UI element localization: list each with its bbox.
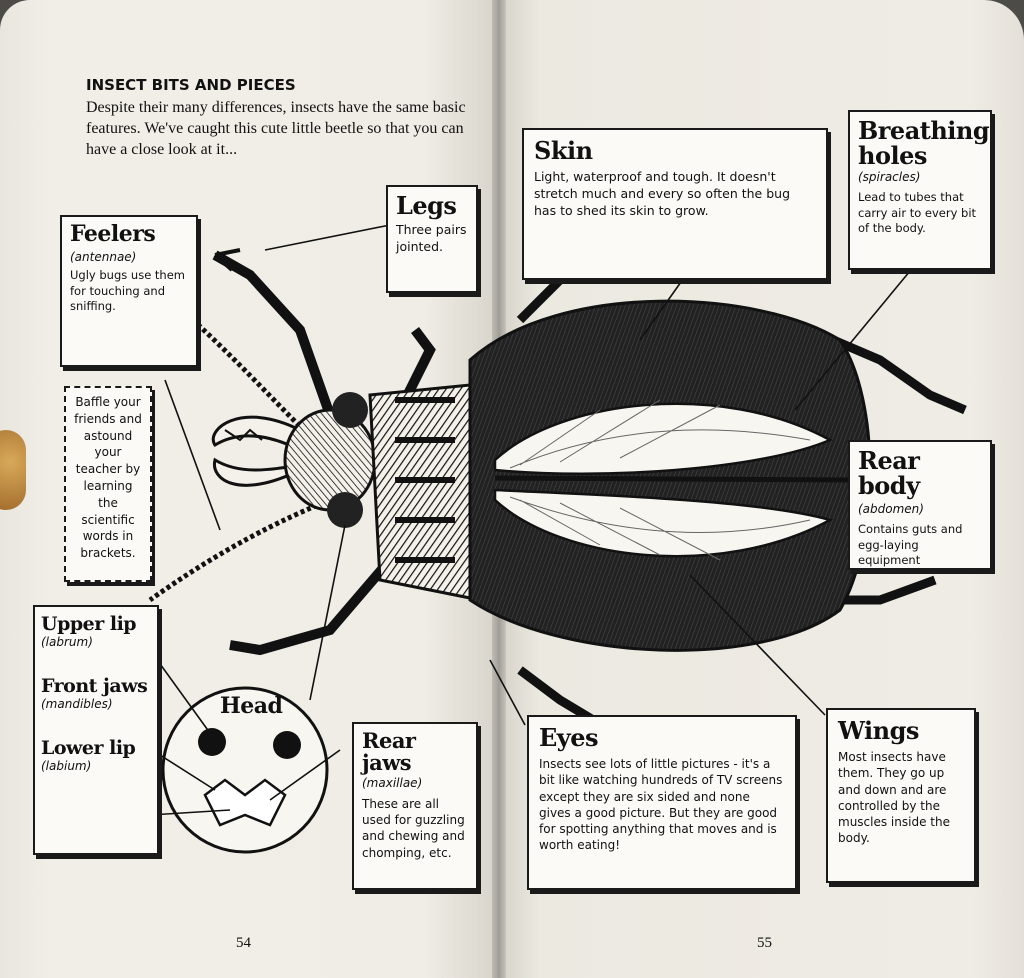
wings-title: Wings	[838, 716, 919, 745]
baffle-text: Baffle your friends and astound your tea…	[74, 395, 142, 561]
breathing-text: Lead to tubes that carry air to every bi…	[858, 190, 977, 236]
wings-text: Most insects have them. They go up and d…	[838, 750, 950, 846]
eyes-text: Insects see lots of little pictures - it…	[539, 757, 783, 853]
upper-lip-title: Upper lip	[41, 613, 137, 635]
lower-lip-latin: (labium)	[41, 758, 92, 773]
page-number-left: 54	[236, 935, 251, 951]
thumb	[0, 430, 26, 510]
rear-jaws-title: Rear jaws	[362, 728, 416, 776]
eyes-title: Eyes	[539, 723, 599, 752]
rear-body-text: Contains guts and egg-laying equipment	[858, 522, 963, 568]
legs-label: Legs Three pairs jointed.	[386, 185, 478, 293]
wings-label: Wings Most insects have them. They go up…	[826, 708, 976, 883]
mouthparts-label: Upper lip (labrum) Front jaws (mandibles…	[33, 605, 159, 855]
head-title: Head	[220, 693, 283, 719]
baffle-callout: Baffle your friends and astound your tea…	[64, 386, 152, 582]
rear-body-title: Rear body	[858, 446, 920, 501]
rear-body-label: Rear body (abdomen) Contains guts and eg…	[848, 440, 992, 570]
intro-paragraph: Despite their many differences, insects …	[86, 99, 466, 158]
front-jaws-latin: (mandibles)	[41, 696, 113, 711]
section-heading: INSECT BITS AND PIECES	[86, 76, 296, 94]
breathing-latin: (spiracles)	[858, 170, 921, 185]
feelers-title: Feelers	[70, 221, 156, 247]
page-number-right: 55	[757, 935, 772, 951]
skin-text: Light, waterproof and tough. It doesn't …	[534, 169, 791, 218]
rear-jaws-latin: (maxillae)	[362, 776, 423, 791]
front-jaws-title: Front jaws	[41, 674, 148, 697]
legs-text: Three pairs jointed.	[396, 222, 467, 255]
feelers-latin: (antennae)	[70, 250, 137, 265]
rear-jaws-text: These are all used for guzzling and chew…	[362, 797, 465, 860]
breathing-holes-label: Breathing holes (spiracles) Lead to tube…	[848, 110, 992, 270]
feelers-label: Feelers (antennae) Ugly bugs use them fo…	[60, 215, 198, 367]
rear-body-latin: (abdomen)	[858, 502, 924, 517]
breathing-title: Breathing holes	[858, 116, 990, 171]
skin-title: Skin	[534, 136, 593, 165]
rear-jaws-label: Rear jaws (maxillae) These are all used …	[352, 722, 478, 890]
lower-lip-title: Lower lip	[41, 736, 136, 759]
skin-label: Skin Light, waterproof and tough. It doe…	[522, 128, 828, 280]
feelers-text: Ugly bugs use them for touching and snif…	[70, 268, 185, 314]
eyes-label: Eyes Insects see lots of little pictures…	[527, 715, 797, 890]
legs-title: Legs	[396, 191, 457, 220]
upper-lip-latin: (labrum)	[41, 634, 93, 649]
